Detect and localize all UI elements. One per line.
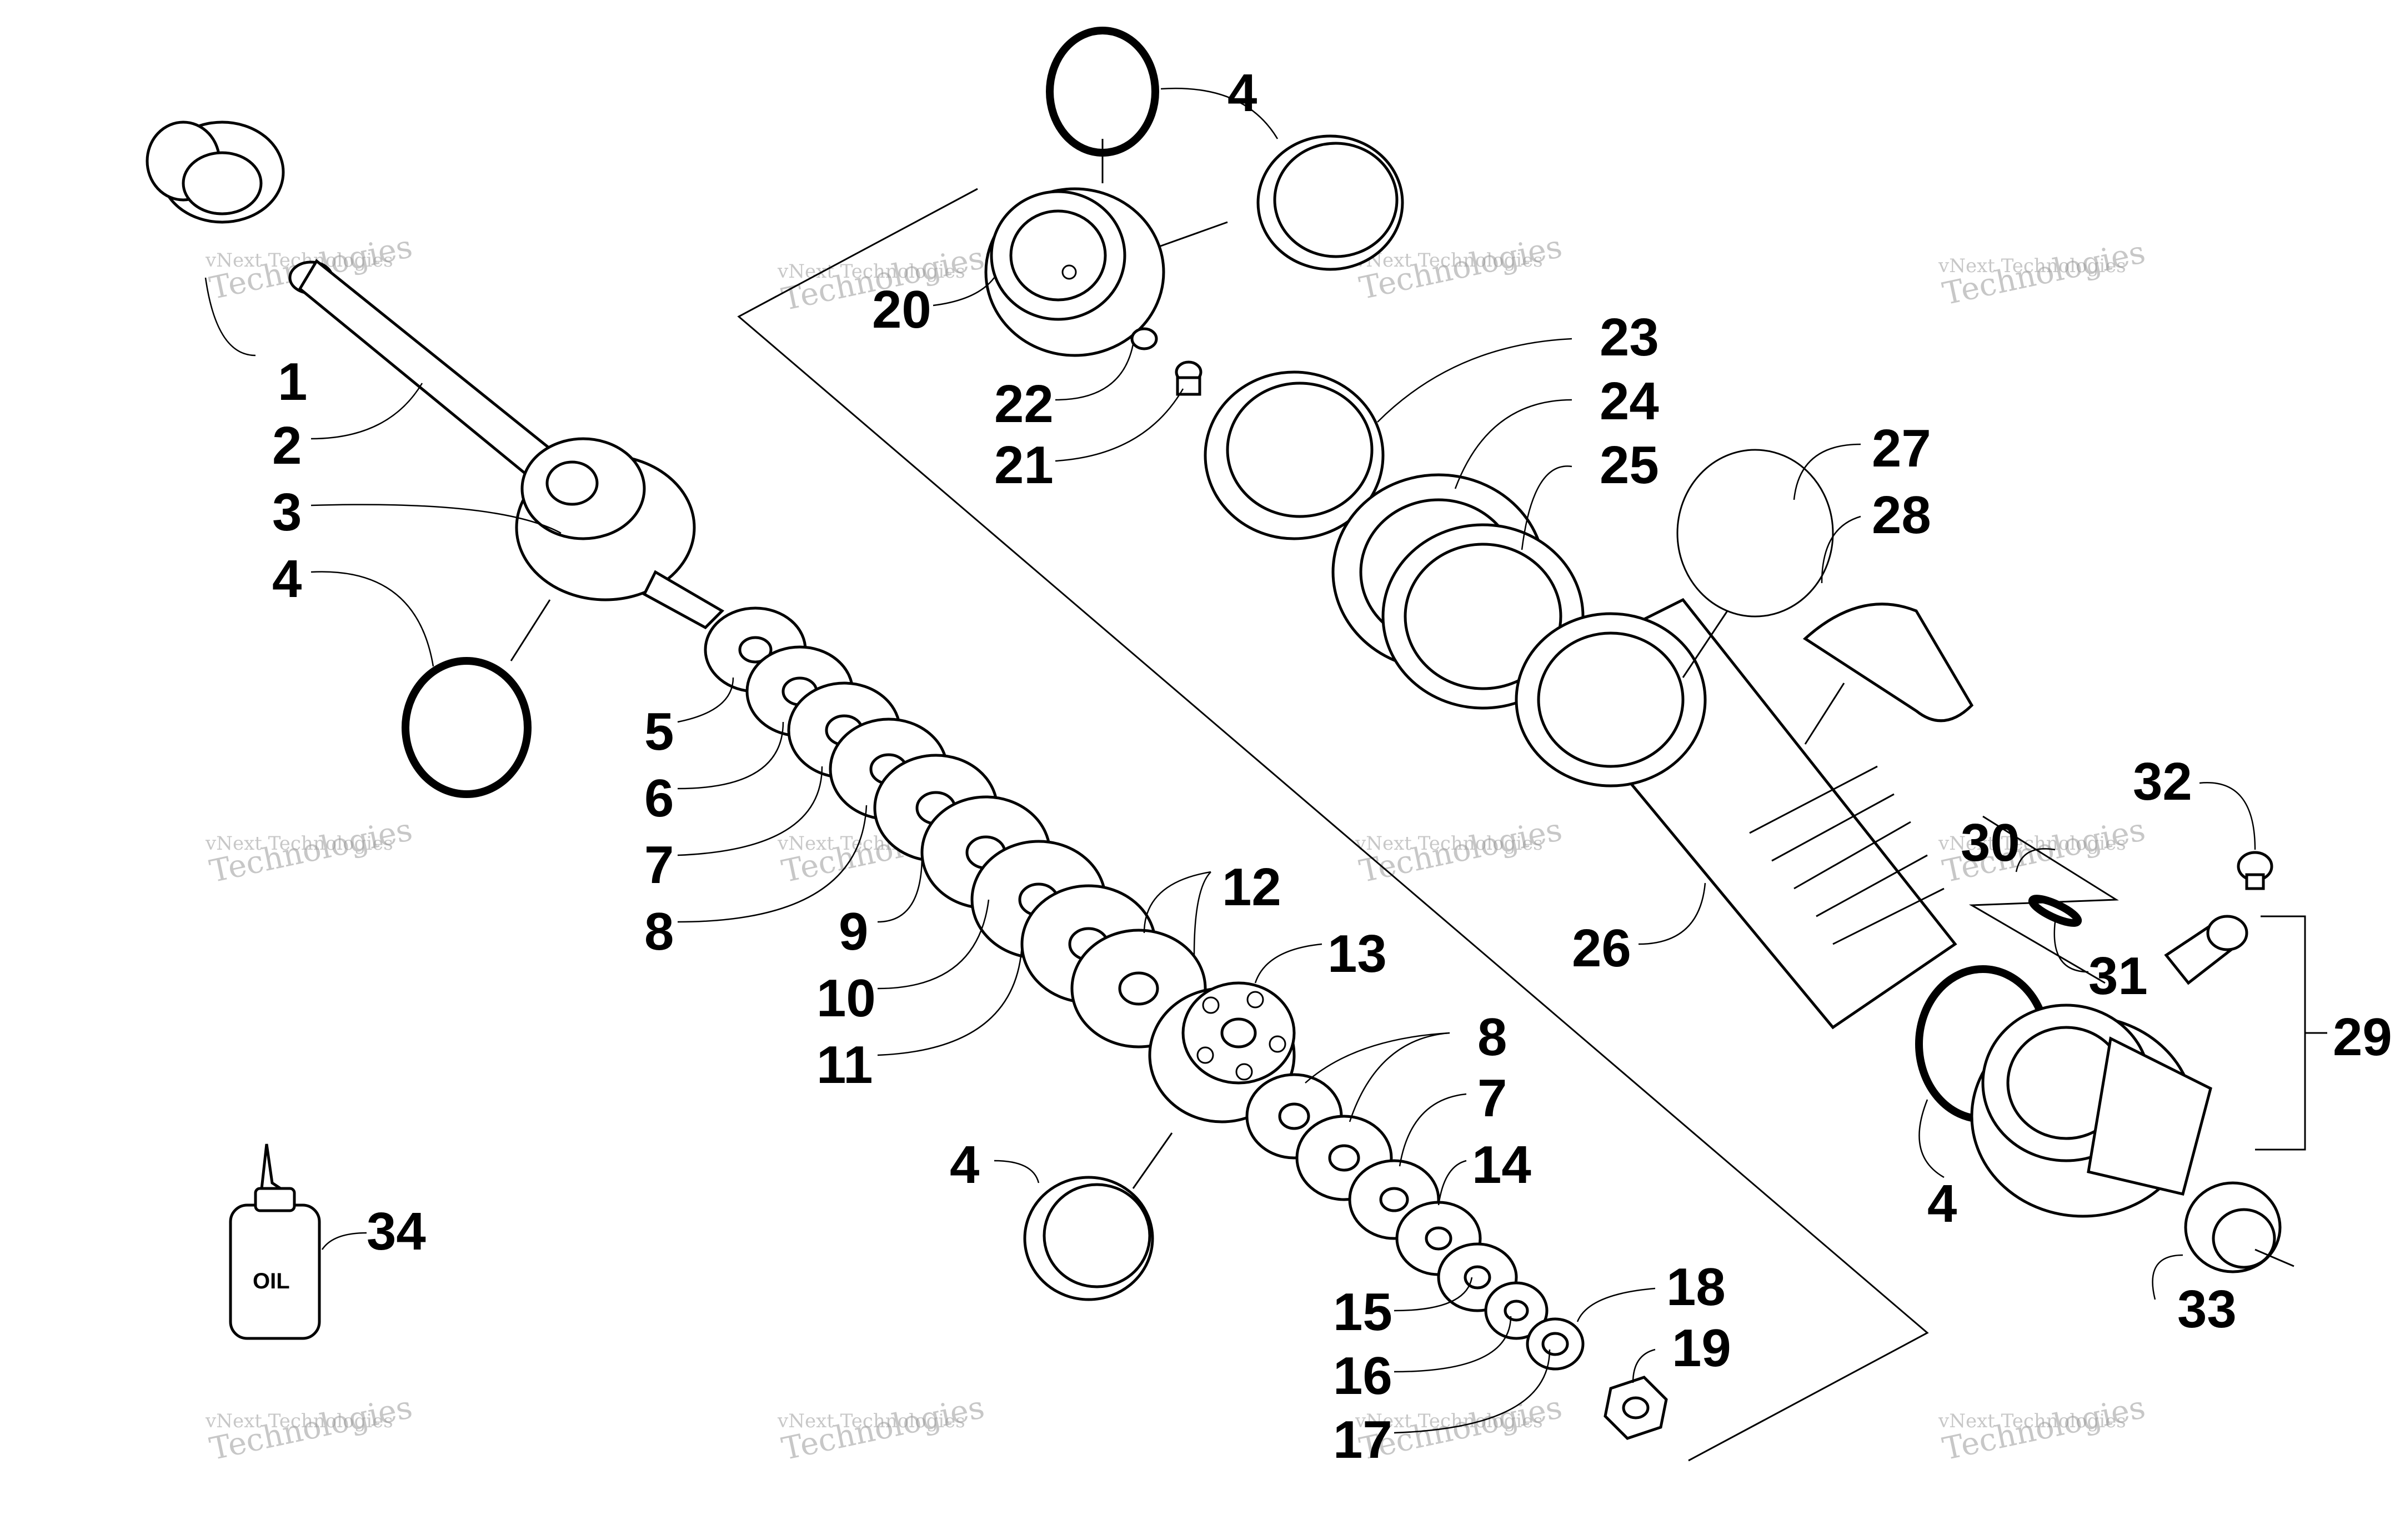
body-label-guide (1804, 683, 1845, 745)
callout-6: 6 (644, 769, 674, 828)
callout-25: 25 (1600, 435, 1659, 495)
watermark-9: vNext Technologies Technologies (205, 1389, 415, 1468)
callout-30: 30 (1961, 813, 2020, 872)
piston-band-guide (1132, 1132, 1173, 1189)
callout-26: 26 (1572, 919, 1631, 978)
svg-text:vNext Technologies: vNext Technologies (777, 1410, 965, 1432)
callout-9: 9 (839, 902, 868, 961)
svg-text:vNext Technologies: vNext Technologies (205, 832, 393, 855)
callout-29: 29 (2333, 1007, 2392, 1067)
callout-28: 28 (1872, 485, 1931, 545)
callout-12: 12 (1222, 857, 1281, 917)
callout-24: 24 (1600, 372, 1659, 431)
svg-text:Technologies: Technologies (779, 1389, 988, 1468)
seal-head (515, 437, 725, 630)
shock-body (1515, 598, 1957, 1030)
lower-bushing-guide (2254, 1248, 2294, 1267)
callout-1: 1 (278, 352, 307, 412)
watermark-5: vNext Technologies Technologies (205, 812, 415, 890)
bladder-ring (1676, 449, 1834, 618)
callout-7-lower: 7 (1477, 1069, 1507, 1128)
callout-4-lower: 4 (1927, 1174, 1957, 1233)
callout-18: 18 (1666, 1257, 1726, 1317)
valve-screw (2237, 851, 2273, 890)
svg-text:vNext Technologies: vNext Technologies (1355, 832, 1543, 855)
callout-4-top: 4 (1227, 63, 1257, 123)
shim-stack-upper (704, 606, 1207, 1049)
small-o-ring (1130, 327, 1158, 350)
oil-bottle: OIL (229, 1143, 321, 1340)
svg-text:Technologies: Technologies (207, 1389, 415, 1468)
svg-text:Technologies: Technologies (1940, 1389, 2148, 1468)
reservoir-cap (984, 187, 1165, 357)
callout-16: 16 (1333, 1346, 1392, 1406)
reservoir-band-guide (1149, 221, 1228, 251)
svg-text:vNext Technologies: vNext Technologies (1355, 249, 1543, 272)
callout-27: 27 (1872, 419, 1931, 478)
callout-23: 23 (1600, 308, 1659, 367)
svg-text:vNext Technologies: vNext Technologies (205, 1410, 393, 1432)
callout-10: 10 (816, 969, 876, 1028)
callout-17: 17 (1333, 1410, 1392, 1469)
watermark-10: vNext Technologies Technologies (777, 1389, 988, 1468)
callout-14: 14 (1472, 1135, 1531, 1195)
callout-13: 13 (1327, 924, 1387, 984)
leader-lines (204, 87, 2256, 1434)
lower-bushing (2184, 1181, 2282, 1273)
svg-text:Technologies: Technologies (1940, 234, 2148, 313)
callout-15: 15 (1333, 1282, 1392, 1342)
body-label (1802, 603, 1974, 723)
piston-band (1023, 1176, 1154, 1301)
callout-2: 2 (272, 416, 302, 475)
callout-20: 20 (872, 280, 931, 339)
callout-33: 33 (2177, 1280, 2237, 1339)
callout-4-piston-band: 4 (950, 1135, 979, 1195)
callout-21: 21 (994, 435, 1054, 495)
callout-19: 19 (1672, 1318, 1731, 1378)
callouts: 1 2 3 4 5 6 7 8 9 10 11 12 13 4 8 7 14 1… (272, 63, 2392, 1469)
svg-text:vNext Technologies: vNext Technologies (1938, 255, 2126, 277)
watermark-7: vNext Technologies Technologies (1355, 812, 1565, 890)
svg-text:Technologies: Technologies (1356, 812, 1565, 890)
callout-31: 31 (2088, 946, 2148, 1006)
bladder-ring-guide (1682, 610, 1728, 678)
assembly-bracket-29 (2255, 915, 2306, 1151)
svg-text:vNext Technologies: vNext Technologies (1938, 1410, 2126, 1432)
oil-label: OIL (253, 1269, 290, 1293)
piston-nut-hole (1622, 1396, 1650, 1419)
callout-32: 32 (2133, 752, 2192, 811)
o-ring-left (402, 657, 532, 798)
shock-body-threads (1749, 765, 1945, 945)
callout-8-lower: 8 (1477, 1007, 1507, 1067)
callout-3: 3 (272, 483, 302, 542)
o-ring-top (1046, 27, 1159, 157)
callout-22: 22 (994, 374, 1054, 434)
valve-o-ring (2028, 895, 2082, 927)
watermark-12: vNext Technologies Technologies (1938, 1389, 2148, 1468)
spring-collar (1204, 370, 1385, 540)
svg-text:Technologies: Technologies (207, 812, 415, 890)
callout-34: 34 (367, 1202, 426, 1261)
callout-4-left: 4 (272, 549, 302, 609)
callout-8-upper: 8 (644, 902, 674, 961)
reservoir-band (1256, 134, 1404, 271)
callout-5: 5 (644, 702, 674, 761)
subassembly-bracket (737, 188, 1929, 1462)
o-ring-left-guide (510, 599, 551, 661)
valve-core (1175, 360, 1202, 396)
watermark-4: vNext Technologies Technologies (1938, 234, 2148, 313)
callout-11: 11 (816, 1035, 873, 1095)
valve-fitting (2164, 915, 2248, 985)
callout-7-upper: 7 (644, 835, 674, 895)
shim-stack-lower (1245, 1073, 1585, 1371)
lower-eye (1970, 1004, 2212, 1218)
